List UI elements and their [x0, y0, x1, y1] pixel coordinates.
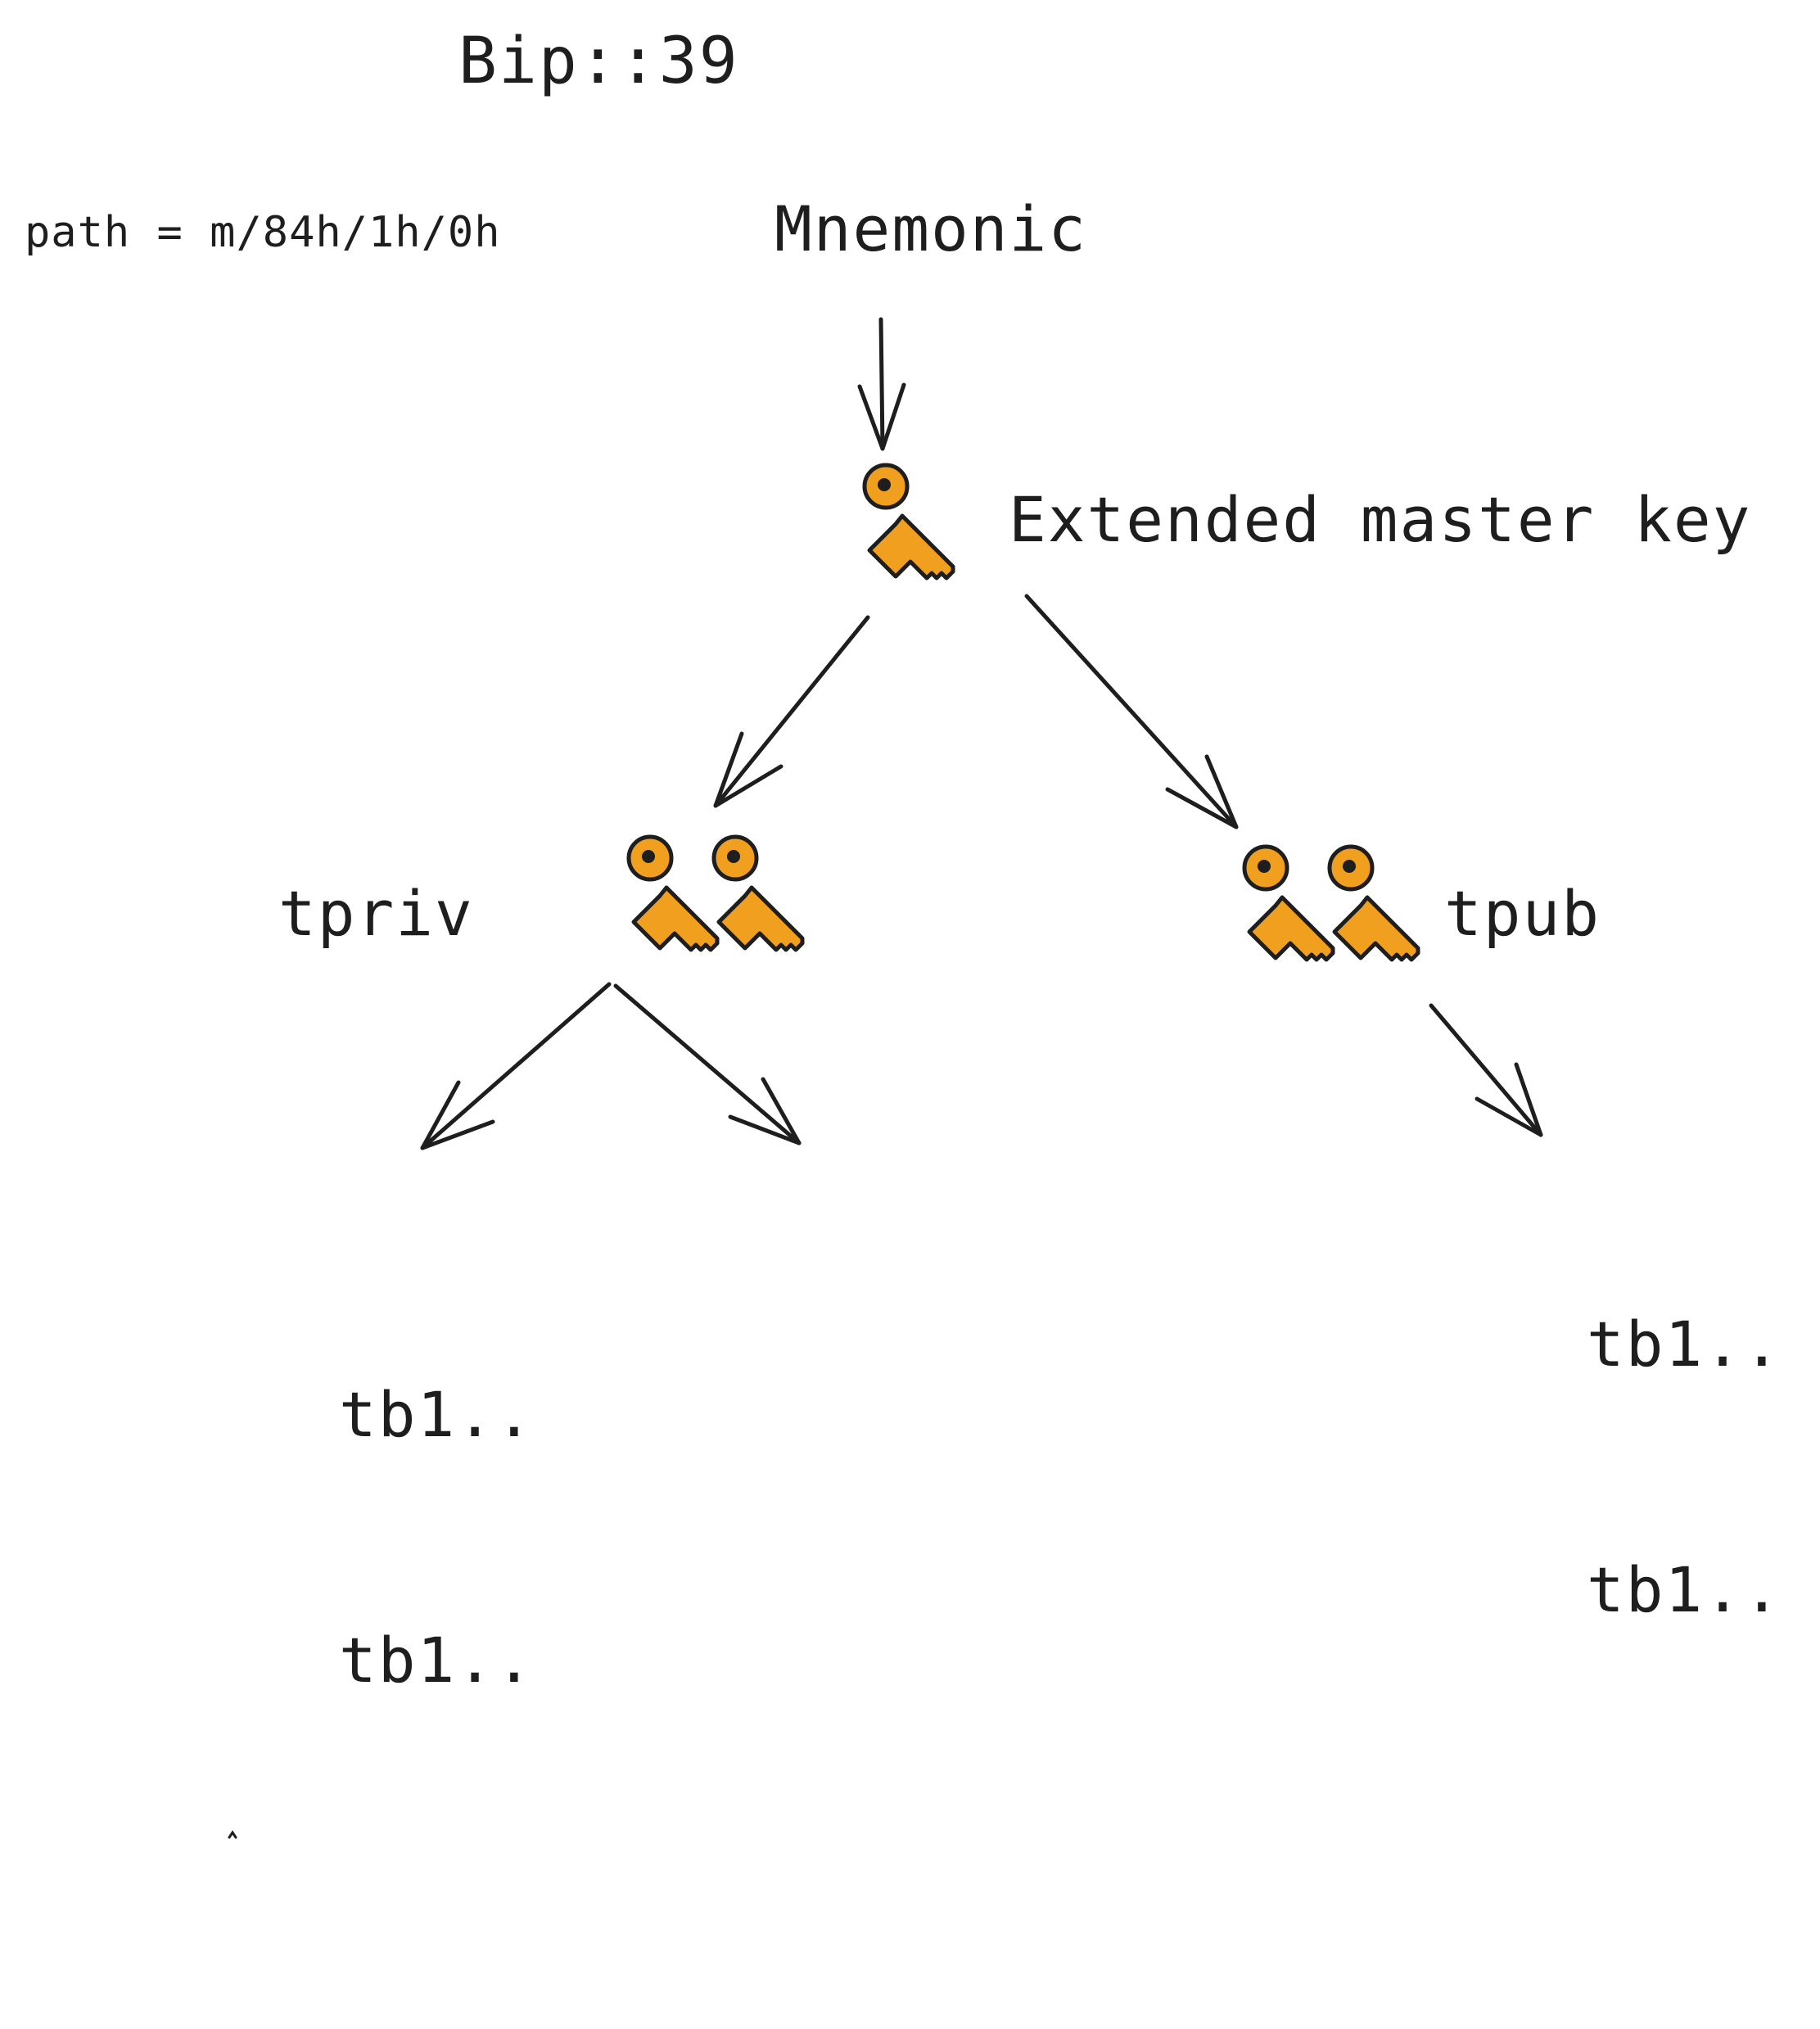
tpub-node-label: tpub — [1444, 877, 1601, 950]
tpub-address-1: tb1.. — [1587, 1308, 1782, 1381]
tpub-address-list: tb1.. tb1.. — [1587, 1140, 1782, 1713]
arrow-tpub-to-addresses — [1429, 1003, 1543, 1137]
tpriv-key-icon-1 — [629, 837, 717, 950]
arrow-tpriv-to-blank — [613, 983, 802, 1146]
arrow-master-to-tpub — [1024, 594, 1239, 829]
tpriv-node-label: tpriv — [278, 877, 474, 950]
master-key-node-label: Extended master key — [1009, 483, 1752, 556]
tpub-address-2: tb1.. — [1587, 1553, 1782, 1626]
master-key-icon — [865, 465, 953, 578]
derivation-path-label: path = m/84h/1h/0h — [25, 208, 501, 257]
tpub-key-icon-2 — [1330, 847, 1418, 960]
arrow-master-to-tpriv — [713, 615, 870, 808]
arrow-tpriv-to-addresses — [420, 982, 612, 1150]
tpriv-address-2: tb1.. — [339, 1624, 535, 1697]
tpriv-address-1: tb1.. — [339, 1378, 535, 1451]
tpriv-address-list: tb1.. tb1.. — [339, 1210, 535, 1783]
tpub-key-icon-1 — [1244, 847, 1333, 960]
arrow-mnemonic-to-master — [857, 317, 906, 451]
tpriv-key-icon-2 — [714, 837, 802, 950]
stray-stroke-mark — [228, 1830, 237, 1839]
mnemonic-node-label: Mnemonic — [775, 192, 1088, 265]
diagram-title: Bip::39 — [458, 25, 739, 98]
